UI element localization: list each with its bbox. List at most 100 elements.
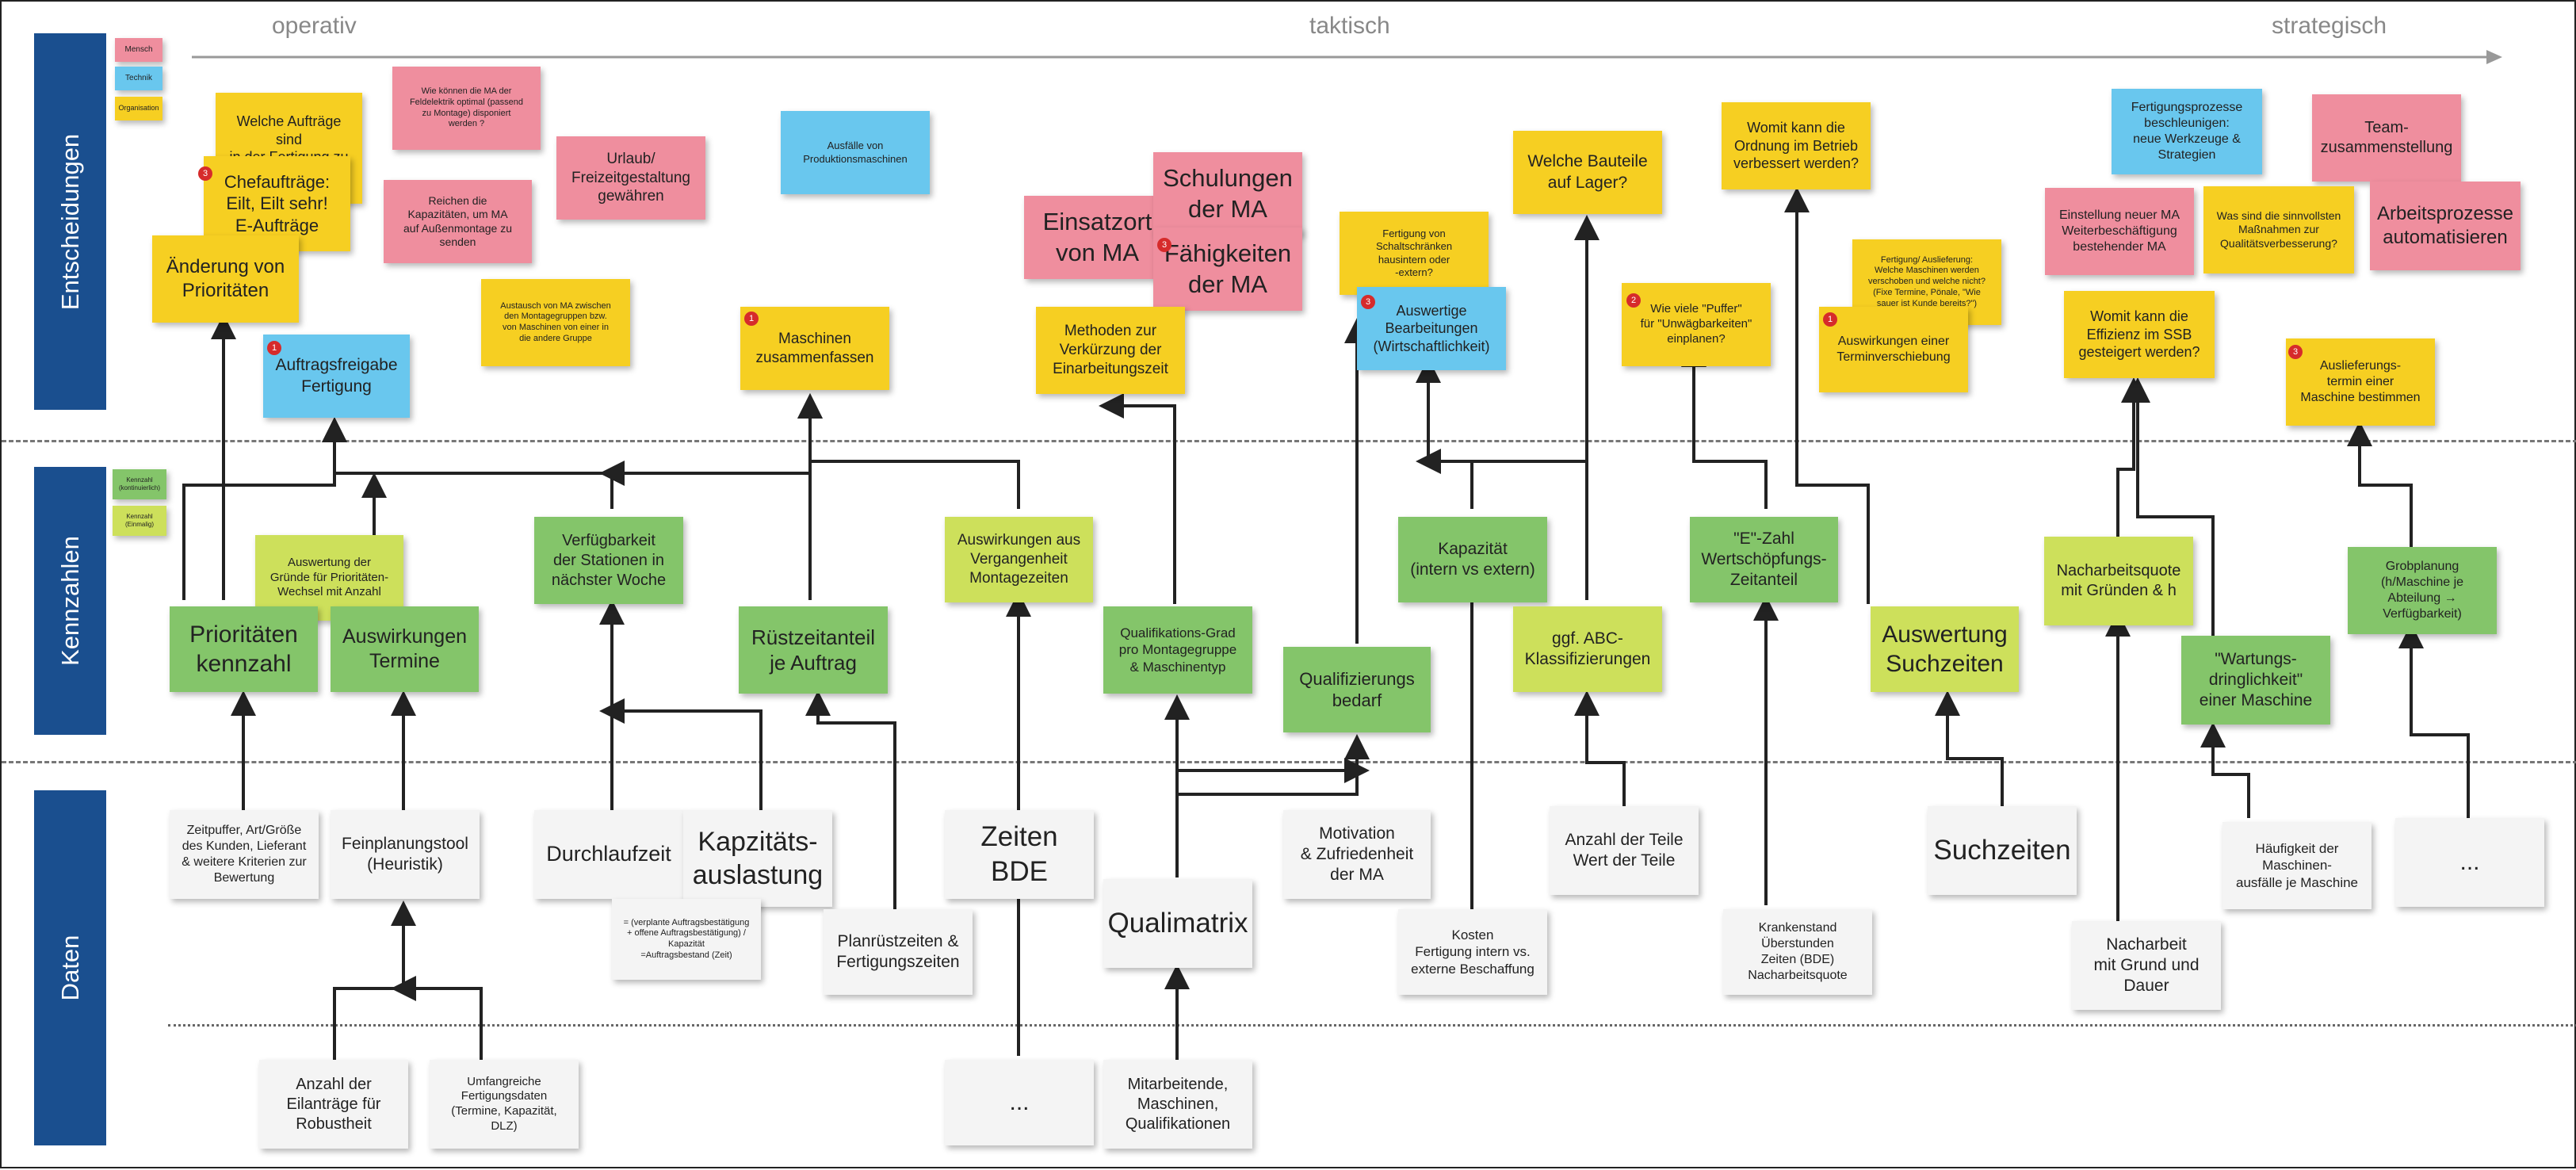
sticky-einstellung: Einstellung neuer MA Weiterbeschäftigung… (2045, 188, 2194, 275)
data-kosten: Kosten Fertigung intern vs. externe Besc… (1398, 909, 1547, 995)
priority-badge: 1 (267, 341, 281, 355)
lane-separator (2, 440, 2576, 442)
kpi-qualifizierungsbedarf: Qualifizierungs bedarf (1283, 647, 1431, 732)
kpi-ruestzeitanteil: Rüstzeitanteil je Auftrag (739, 606, 888, 694)
data-anzahl-teile: Anzahl der Teile Wert der Teile (1550, 806, 1699, 895)
data-ellipsis-center: ... (945, 1060, 1094, 1145)
legend-kpi-once: Kennzahl (Einmalig) (113, 506, 166, 536)
arrow (2347, 421, 2413, 549)
sticky-aenderung-prioritaeten: Änderung von Prioritäten (152, 235, 299, 323)
arrow (333, 900, 416, 1060)
sticky-puffer: Wie viele "Puffer" für "Unwägbarkeiten" … (1622, 283, 1771, 366)
data-zeitpuffer: Zeitpuffer, Art/Größe des Kunden, Liefer… (170, 810, 319, 899)
data-umfangreiche: Umfangreiche Fertigungsdaten (Termine, K… (430, 1060, 579, 1149)
data-haeufigkeit: Häufigkeit der Maschinen- ausfälle je Ma… (2222, 822, 2372, 909)
sticky-einsatzort: Einsatzort von MA (1024, 196, 1171, 279)
data-nacharbeit: Nacharbeit mit Grund und Dauer (2072, 921, 2221, 1010)
data-kapazitaetsauslastung: Kapzitäts- auslastung (683, 810, 832, 907)
timeline-arrow (192, 50, 2502, 64)
kpi-nacharbeitsquote: Nacharbeitsquote mit Gründen & h (2044, 537, 2193, 625)
sticky-austausch: Austausch von MA zwischen den Montagegru… (481, 279, 630, 366)
sticky-ausfaelle: Ausfälle von Produktionsmaschinen (781, 111, 930, 194)
kpi-qualifikationsgrad: Qualifikations-Grad pro Montagegruppe & … (1103, 606, 1252, 694)
data-eilantraege: Anzahl der Eilanträge für Robustheit (259, 1060, 408, 1149)
priority-badge: 2 (1626, 293, 1641, 308)
sticky-methoden: Methoden zur Verkürzung der Einarbeitung… (1036, 307, 1185, 394)
sticky-team: Team- zusammenstellung (2312, 94, 2461, 182)
arrow (1416, 358, 1473, 509)
sticky-ordnung: Womit kann die Ordnung im Betrieb verbes… (1722, 102, 1871, 189)
data-planruestzeiten: Planrüstzeiten & Fertigungszeiten (824, 909, 973, 995)
lane-decisions: Entscheidungen (34, 33, 106, 410)
arrow (1935, 690, 2004, 806)
arrow (322, 417, 613, 509)
kpi-wartung: "Wartungs- dringlichkeit" einer Maschine (2181, 636, 2330, 725)
legend-human: Mensch (115, 38, 162, 62)
kpi-grobplanung: Grobplanung (h/Maschine je Abteilung → V… (2348, 547, 2497, 634)
timeline-tactical: taktisch (1309, 13, 1390, 39)
sticky-auftragsfreigabe: Auftragsfreigabe Fertigung (263, 335, 410, 418)
lane-data: Daten (34, 790, 106, 1145)
priority-badge: 1 (744, 312, 759, 326)
sticky-fertigungsprozesse: Fertigungsprozesse beschleunigen: neue W… (2112, 89, 2262, 174)
data-zeiten-bde: Zeiten BDE (945, 810, 1094, 899)
sticky-maschinen-zusammen: Maschinen zusammenfassen (740, 307, 889, 390)
kpi-auswirkungen-termine: Auswirkungen Termine (331, 606, 479, 692)
arrow (2125, 377, 2215, 636)
legend-kpi-continuous: Kennzahl (kontinuierlich) (113, 469, 166, 499)
sticky-urlaub: Urlaub/ Freizeitgestaltung gewähren (556, 136, 705, 220)
arrow (391, 976, 483, 1060)
arrow (797, 393, 1020, 509)
timeline-operative: operativ (272, 13, 357, 39)
kpi-suchzeiten-auswertung: Auswertung Suchzeiten (1871, 606, 2019, 692)
priority-badge: 1 (1823, 312, 1837, 327)
kpi-vergangenheit: Auswirkungen aus Vergangenheit Montageze… (945, 517, 1093, 602)
data-motivation: Motivation & Zufriedenheit der MA (1283, 810, 1431, 899)
arrow (805, 690, 896, 909)
arrow (599, 698, 762, 810)
arrow (2116, 377, 2146, 556)
data-durchlaufzeit: Durchlaufzeit (534, 810, 683, 899)
legend-technology: Technik (115, 67, 162, 90)
legend-organization: Organisation (115, 97, 162, 120)
sticky-bauteile: Welche Bauteile auf Lager? (1513, 131, 1662, 214)
sticky-schaltschraenke: Fertigung von Schaltschränken hausintern… (1340, 212, 1489, 295)
priority-badge: 3 (198, 166, 212, 181)
sticky-arbeitsprozesse: Arbeitsprozesse automatisieren (2370, 182, 2521, 270)
data-ellipsis-right: ... (2395, 818, 2544, 907)
sticky-kapazitaeten: Reichen die Kapazitäten, um MA auf Außen… (384, 180, 532, 263)
sticky-faehigkeiten: Fähigkeiten der MA (1153, 228, 1302, 311)
data-separator (168, 1024, 2576, 1027)
arrow (1175, 758, 1370, 878)
arrow (2200, 722, 2250, 818)
arrow (1681, 342, 1768, 509)
data-qualimatrix: Qualimatrix (1103, 879, 1252, 968)
data-mitarbeitende: Mitarbeitende, Maschinen, Qualifikatione… (1103, 1060, 1252, 1149)
arrow (1574, 690, 1626, 806)
sticky-terminverschiebung: Auswirkungen einer Terminverschiebung (1819, 307, 1968, 392)
kpi-abc: ggf. ABC- Klassifizierungen (1513, 606, 1662, 692)
priority-badge: 3 (1361, 295, 1375, 309)
data-formel: = (verplante Auftragsbestätigung + offen… (612, 899, 761, 980)
arrow (1099, 393, 1176, 604)
sticky-feldelektrik: Wie können die MA der Feldelektrik optim… (392, 67, 541, 150)
priority-badge: 3 (1157, 238, 1171, 252)
sticky-massnahmen: Was sind die sinnvollsten Maßnahmen zur … (2203, 186, 2354, 273)
kpi-ezahl: "E"-Zahl Wertschöpfungs- Zeitanteil (1690, 517, 1838, 602)
sticky-effizienz: Womit kann die Effizienz im SSB gesteige… (2064, 291, 2215, 378)
timeline-strategic: strategisch (2272, 13, 2387, 39)
kpi-kapazitaet: Kapazität (intern vs extern) (1398, 517, 1547, 602)
sticky-schulungen: Schulungen der MA (1153, 152, 1302, 235)
sticky-auslieferungstermin: Auslieferungs- termin einer Maschine bes… (2286, 338, 2435, 426)
sticky-auswaertige: Auswertige Bearbeitungen (Wirtschaftlich… (1357, 287, 1506, 370)
lane-kpis: Kennzahlen (34, 467, 106, 735)
kpi-verfuegbarkeit: Verfügbarkeit der Stationen in nächster … (534, 517, 683, 604)
lane-separator (2, 761, 2576, 763)
data-suchzeiten: Suchzeiten (1928, 806, 2077, 895)
data-feinplanung: Feinplanungstool (Heuristik) (331, 810, 480, 899)
arrow (1784, 187, 1870, 604)
kpi-prioritaetenkennzahl: Prioritäten kennzahl (170, 606, 318, 692)
priority-badge: 3 (2288, 345, 2303, 359)
